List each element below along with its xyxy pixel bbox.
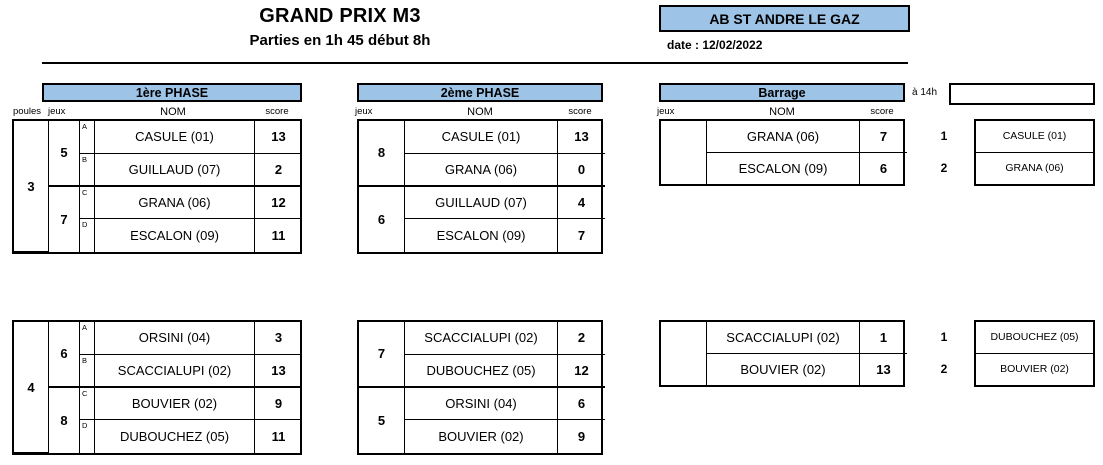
player-name: BOUVIER (02) bbox=[405, 420, 558, 453]
player-score: 9 bbox=[255, 388, 302, 421]
player-score: 0 bbox=[558, 154, 605, 187]
player-letter: B bbox=[80, 153, 95, 187]
player-name: CASULE (01) bbox=[95, 121, 255, 154]
barrage-col-jeux: jeux bbox=[657, 106, 675, 117]
phase2-col-nom: NOM bbox=[467, 106, 493, 118]
qualified-rank: 1 bbox=[940, 330, 948, 344]
barrage-col-nom: NOM bbox=[769, 106, 795, 118]
player-letter: A bbox=[80, 121, 95, 154]
qualified-rank: 2 bbox=[940, 362, 948, 376]
player-name: GRANA (06) bbox=[95, 186, 255, 220]
empty-note-box[interactable] bbox=[949, 83, 1095, 105]
qualified-rank: 2 bbox=[940, 161, 948, 175]
qualified-table-block-1: CASULE (01) GRANA (06) bbox=[974, 119, 1095, 186]
player-name: BOUVIER (02) bbox=[95, 387, 255, 421]
club-name-box: AB ST ANDRE LE GAZ bbox=[659, 5, 910, 32]
qualified-player-name: DUBOUCHEZ (05) bbox=[976, 322, 1093, 354]
phase1-table-poule-4: 4 6 A ORSINI (04) 3 B SCACCIALUPI (02) 1… bbox=[12, 320, 302, 455]
player-score: 6 bbox=[879, 160, 888, 176]
jeu-number: 7 bbox=[49, 186, 80, 252]
player-letter: A bbox=[80, 322, 95, 355]
jeu-number bbox=[661, 121, 707, 184]
player-name: BOUVIER (02) bbox=[707, 353, 860, 385]
qualified-rank: 1 bbox=[940, 129, 948, 143]
player-name: GRANA (06) bbox=[405, 153, 558, 187]
player-letter: D bbox=[80, 219, 95, 252]
player-name: CASULE (01) bbox=[405, 121, 558, 154]
player-score: 1 bbox=[860, 322, 907, 354]
player-score: 13 bbox=[558, 121, 605, 154]
header-divider bbox=[42, 62, 908, 64]
player-name: DUBOUCHEZ (05) bbox=[405, 354, 558, 388]
poule-number: 3 bbox=[14, 121, 49, 252]
page-title: GRAND PRIX M3 bbox=[259, 5, 421, 27]
phase1-col-nom: NOM bbox=[160, 106, 186, 118]
player-letter: C bbox=[80, 387, 95, 421]
event-date: date : 12/02/2022 bbox=[667, 38, 763, 52]
jeu-number: 6 bbox=[359, 186, 405, 252]
player-score: 11 bbox=[271, 429, 286, 445]
player-score: 11 bbox=[271, 228, 286, 244]
player-score: 9 bbox=[577, 429, 586, 445]
phase2-col-jeux: jeux bbox=[355, 106, 373, 117]
barrage-table-block-2: SCACCIALUPI (02) 1 BOUVIER (02) 13 bbox=[659, 320, 907, 387]
jeu-number: 8 bbox=[49, 387, 80, 453]
player-score: 13 bbox=[255, 355, 302, 388]
player-name: DUBOUCHEZ (05) bbox=[95, 420, 255, 453]
jeu-number bbox=[661, 322, 707, 385]
jeu-number: 5 bbox=[49, 121, 80, 187]
phase2-col-score: score bbox=[568, 106, 592, 117]
player-score: 13 bbox=[876, 361, 891, 377]
phase2-table-block-1: 8 CASULE (01) 13 GRANA (06) 0 6 GUILLAUD… bbox=[357, 119, 605, 254]
player-score: 2 bbox=[558, 322, 605, 355]
player-score: 2 bbox=[255, 154, 302, 187]
player-name: SCACCIALUPI (02) bbox=[95, 354, 255, 388]
qualified-player-name: BOUVIER (02) bbox=[1000, 363, 1069, 376]
player-score: 3 bbox=[255, 322, 302, 355]
player-letter: C bbox=[80, 186, 95, 220]
qualified-player-name: CASULE (01) bbox=[976, 121, 1093, 153]
player-letter: B bbox=[80, 354, 95, 388]
player-score: 6 bbox=[558, 388, 605, 421]
phase1-table-poule-3: 3 5 A CASULE (01) 13 B GUILLAUD (07) 2 7… bbox=[12, 119, 302, 254]
qualified-table-block-2: DUBOUCHEZ (05) BOUVIER (02) bbox=[974, 320, 1095, 387]
barrage-table-block-1: GRANA (06) 7 ESCALON (09) 6 bbox=[659, 119, 907, 186]
player-name: GUILLAUD (07) bbox=[405, 186, 558, 220]
jeu-number: 8 bbox=[359, 121, 405, 187]
phase1-col-jeux: jeux bbox=[48, 106, 66, 117]
barrage-col-score: score bbox=[870, 106, 894, 117]
player-name: GUILLAUD (07) bbox=[95, 153, 255, 187]
jeu-number: 5 bbox=[359, 387, 405, 453]
player-score: 12 bbox=[558, 355, 605, 388]
phase2-banner: 2ème PHASE bbox=[357, 83, 603, 102]
player-name: ORSINI (04) bbox=[405, 387, 558, 421]
qualified-player-name: GRANA (06) bbox=[1005, 162, 1064, 175]
barrage-time-label: à 14h bbox=[912, 87, 938, 98]
player-letter: D bbox=[80, 420, 95, 453]
page-subtitle: Parties en 1h 45 début 8h bbox=[249, 32, 431, 49]
poule-number: 4 bbox=[14, 322, 49, 453]
phase1-col-poules: poules bbox=[13, 106, 41, 117]
player-name: SCACCIALUPI (02) bbox=[707, 322, 860, 354]
jeu-number: 7 bbox=[359, 322, 405, 388]
phase1-col-score: score bbox=[265, 106, 289, 117]
player-score: 13 bbox=[255, 121, 302, 154]
phase2-table-block-2: 7 SCACCIALUPI (02) 2 DUBOUCHEZ (05) 12 5… bbox=[357, 320, 605, 455]
player-score: 7 bbox=[577, 228, 586, 244]
player-name: ESCALON (09) bbox=[707, 152, 860, 184]
player-name: ORSINI (04) bbox=[95, 322, 255, 355]
player-score: 7 bbox=[860, 121, 907, 153]
player-name: GRANA (06) bbox=[707, 121, 860, 153]
player-score: 4 bbox=[558, 187, 605, 220]
player-name: SCACCIALUPI (02) bbox=[405, 322, 558, 355]
player-score: 12 bbox=[255, 187, 302, 220]
player-name: ESCALON (09) bbox=[405, 219, 558, 252]
phase1-banner: 1ère PHASE bbox=[42, 83, 302, 102]
barrage-banner: Barrage bbox=[659, 83, 905, 102]
jeu-number: 6 bbox=[49, 322, 80, 388]
player-name: ESCALON (09) bbox=[95, 219, 255, 252]
